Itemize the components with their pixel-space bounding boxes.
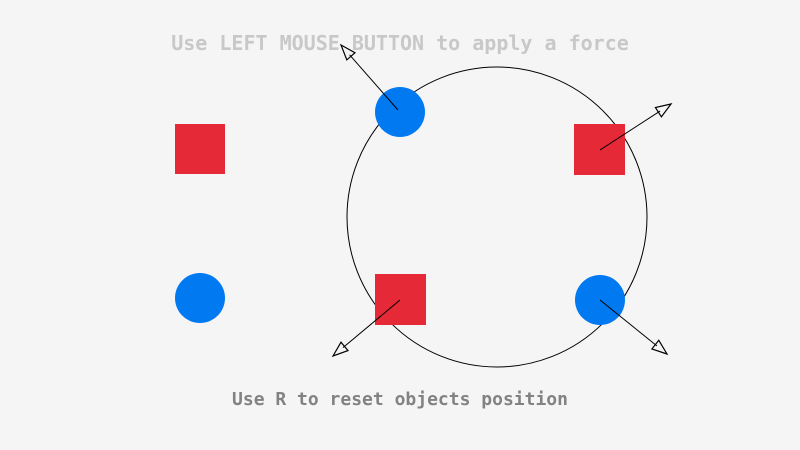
force-arrow-line (599, 299, 658, 347)
force-arrow-line (349, 54, 399, 111)
force-arrow-head (339, 43, 357, 61)
force-arrow-head (331, 341, 350, 358)
red-square-bottom[interactable] (375, 274, 426, 325)
boundary-circle (346, 66, 648, 368)
force-arrow-line (599, 110, 661, 151)
force-arrow-line (342, 299, 401, 349)
force-arrow-head (650, 339, 669, 356)
red-square-right[interactable] (574, 124, 625, 175)
force-arrow-head (654, 103, 673, 118)
blue-circle-top[interactable] (375, 87, 425, 137)
instruction-reset-objects: Use R to reset objects position (232, 389, 568, 410)
instruction-apply-force: Use LEFT MOUSE BUTTON to apply a force (171, 31, 629, 55)
red-square-left[interactable] (175, 124, 225, 174)
blue-circle-left[interactable] (175, 273, 225, 323)
